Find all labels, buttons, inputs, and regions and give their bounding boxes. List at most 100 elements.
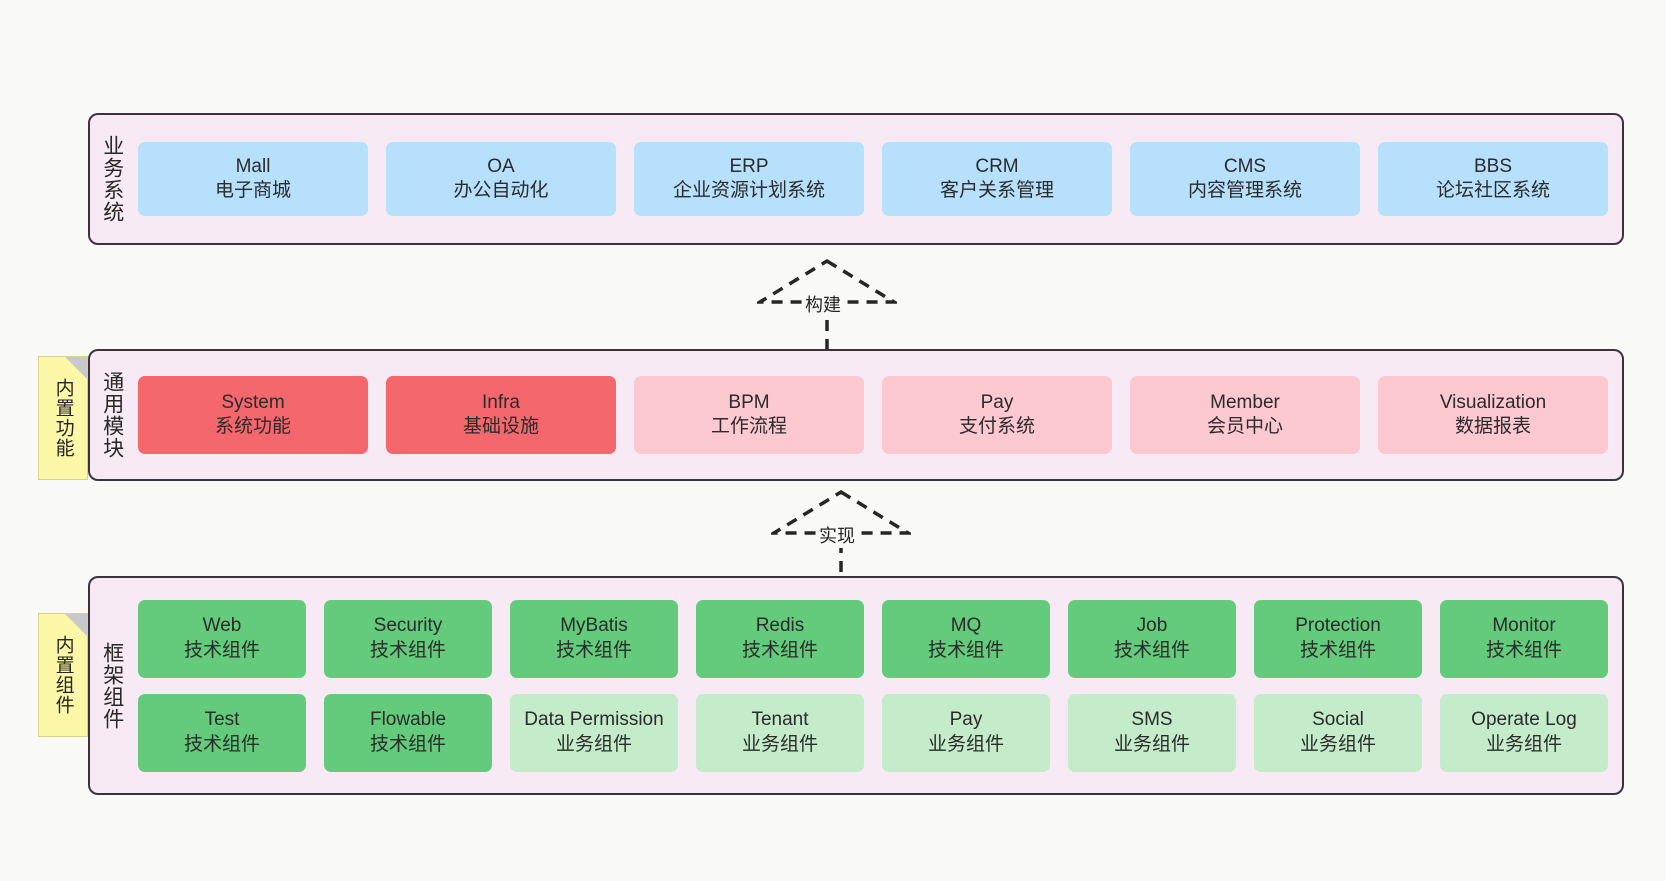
card-title: ERP — [729, 155, 769, 177]
card-title: Mall — [235, 155, 271, 177]
note-builtin-component: 内置组件 — [38, 613, 88, 737]
card-pay-business[interactable]: Pay 业务组件 — [882, 693, 1050, 772]
card-title: CMS — [1223, 155, 1267, 177]
card-subtitle: 工作流程 — [710, 416, 787, 437]
card-title: MQ — [950, 615, 982, 637]
card-title: Operate Log — [1471, 709, 1577, 731]
card-security[interactable]: Security 技术组件 — [324, 599, 492, 678]
card-erp[interactable]: ERP 企业资源计划系统 — [634, 142, 864, 216]
card-data-permission[interactable]: Data Permission 业务组件 — [510, 693, 678, 772]
card-title: Member — [1210, 391, 1280, 413]
card-job[interactable]: Job 技术组件 — [1068, 599, 1236, 678]
card-subtitle: 技术组件 — [369, 733, 446, 755]
card-protection[interactable]: Protection 技术组件 — [1254, 599, 1422, 678]
card-test[interactable]: Test 技术组件 — [138, 693, 306, 772]
note-builtin-function: 内置功能 — [38, 356, 88, 480]
card-subtitle: 基础设施 — [462, 416, 539, 437]
card-mybatis[interactable]: MyBatis 技术组件 — [510, 599, 678, 678]
card-subtitle: 业务组件 — [555, 733, 632, 755]
layer-title-common: 通用模块 — [100, 371, 124, 459]
card-infra[interactable]: Infra 基础设施 — [386, 376, 616, 454]
card-subtitle: 技术组件 — [183, 639, 260, 661]
card-operate-log[interactable]: Operate Log 业务组件 — [1440, 693, 1608, 772]
card-subtitle: 内容管理系统 — [1187, 180, 1302, 201]
card-row: Web 技术组件 Security 技术组件 MyBatis 技术组件 Redi… — [138, 599, 1608, 678]
card-oa[interactable]: OA 办公自动化 — [386, 142, 616, 216]
card-subtitle: 技术组件 — [1299, 639, 1376, 661]
card-row: Mall 电子商城 OA 办公自动化 ERP 企业资源计划系统 CRM 客户关系… — [138, 142, 1608, 216]
card-system[interactable]: System 系统功能 — [138, 376, 368, 454]
connector-implement: 实现 — [767, 489, 915, 572]
card-subtitle: 数据报表 — [1454, 416, 1531, 437]
card-title: System — [221, 391, 285, 413]
card-subtitle: 技术组件 — [1113, 639, 1190, 661]
connector-implement-label: 实现 — [817, 522, 857, 548]
card-mq[interactable]: MQ 技术组件 — [882, 599, 1050, 678]
card-subtitle: 业务组件 — [741, 733, 818, 755]
card-title: Pay — [980, 391, 1014, 413]
card-subtitle: 论坛社区系统 — [1435, 180, 1550, 201]
card-title: Redis — [755, 615, 805, 637]
card-subtitle: 支付系统 — [958, 416, 1035, 437]
card-title: Monitor — [1492, 615, 1556, 637]
card-tenant[interactable]: Tenant 业务组件 — [696, 693, 864, 772]
card-title: BPM — [728, 391, 770, 413]
note-label: 内置功能 — [52, 378, 74, 458]
card-social[interactable]: Social 业务组件 — [1254, 693, 1422, 772]
card-subtitle: 技术组件 — [741, 639, 818, 661]
card-title: Social — [1312, 709, 1364, 731]
card-cms[interactable]: CMS 内容管理系统 — [1130, 142, 1360, 216]
card-title: Visualization — [1439, 391, 1547, 413]
connector-implement-arrow — [767, 489, 915, 572]
card-title: CRM — [975, 155, 1019, 177]
card-subtitle: 技术组件 — [183, 733, 260, 755]
card-row: Test 技术组件 Flowable 技术组件 Data Permission … — [138, 693, 1608, 772]
card-visualization[interactable]: Visualization 数据报表 — [1378, 376, 1608, 454]
card-subtitle: 会员中心 — [1206, 416, 1283, 437]
card-bpm[interactable]: BPM 工作流程 — [634, 376, 864, 454]
card-title: MyBatis — [560, 615, 628, 637]
card-title: OA — [487, 155, 515, 177]
card-subtitle: 技术组件 — [369, 639, 446, 661]
layer-framework-cards: Web 技术组件 Security 技术组件 MyBatis 技术组件 Redi… — [134, 578, 1622, 793]
layer-business-systems: 业务系统 Mall 电子商城 OA 办公自动化 ERP 企业资源计划系统 CRM… — [88, 113, 1624, 245]
card-redis[interactable]: Redis 技术组件 — [696, 599, 864, 678]
card-monitor[interactable]: Monitor 技术组件 — [1440, 599, 1608, 678]
card-subtitle: 业务组件 — [1299, 733, 1376, 755]
card-flowable[interactable]: Flowable 技术组件 — [324, 693, 492, 772]
card-subtitle: 系统功能 — [214, 416, 291, 437]
card-member[interactable]: Member 会员中心 — [1130, 376, 1360, 454]
connector-build: 构建 — [753, 258, 901, 350]
layer-title-framework: 框架组件 — [100, 641, 124, 730]
card-title: Data Permission — [524, 709, 664, 731]
card-subtitle: 客户关系管理 — [939, 180, 1054, 201]
card-crm[interactable]: CRM 客户关系管理 — [882, 142, 1112, 216]
card-bbs[interactable]: BBS 论坛社区系统 — [1378, 142, 1608, 216]
card-title: Job — [1136, 615, 1168, 637]
card-subtitle: 业务组件 — [1113, 733, 1190, 755]
card-title: Test — [204, 709, 240, 731]
card-mall[interactable]: Mall 电子商城 — [138, 142, 368, 216]
card-title: Infra — [481, 391, 521, 413]
card-subtitle: 电子商城 — [214, 180, 291, 201]
card-pay[interactable]: Pay 支付系统 — [882, 376, 1112, 454]
layer-title-business: 业务系统 — [100, 135, 124, 223]
card-title: Flowable — [369, 709, 447, 731]
layer-business-cards: Mall 电子商城 OA 办公自动化 ERP 企业资源计划系统 CRM 客户关系… — [134, 115, 1622, 243]
layer-common-modules: 通用模块 System 系统功能 Infra 基础设施 BPM 工作流程 Pay… — [88, 349, 1624, 481]
card-subtitle: 企业资源计划系统 — [672, 180, 825, 201]
layer-framework-components: 框架组件 Web 技术组件 Security 技术组件 MyBatis 技术组件… — [88, 576, 1624, 795]
card-title: Pay — [949, 709, 983, 731]
card-title: Protection — [1295, 615, 1381, 637]
card-subtitle: 业务组件 — [1485, 733, 1562, 755]
card-web[interactable]: Web 技术组件 — [138, 599, 306, 678]
card-title: Web — [202, 615, 242, 637]
card-row: System 系统功能 Infra 基础设施 BPM 工作流程 Pay 支付系统… — [138, 376, 1608, 454]
connector-build-label: 构建 — [803, 291, 843, 317]
card-title: SMS — [1131, 709, 1173, 731]
card-title: Tenant — [751, 709, 809, 731]
card-sms[interactable]: SMS 业务组件 — [1068, 693, 1236, 772]
card-title: Security — [373, 615, 443, 637]
card-subtitle: 技术组件 — [555, 639, 632, 661]
